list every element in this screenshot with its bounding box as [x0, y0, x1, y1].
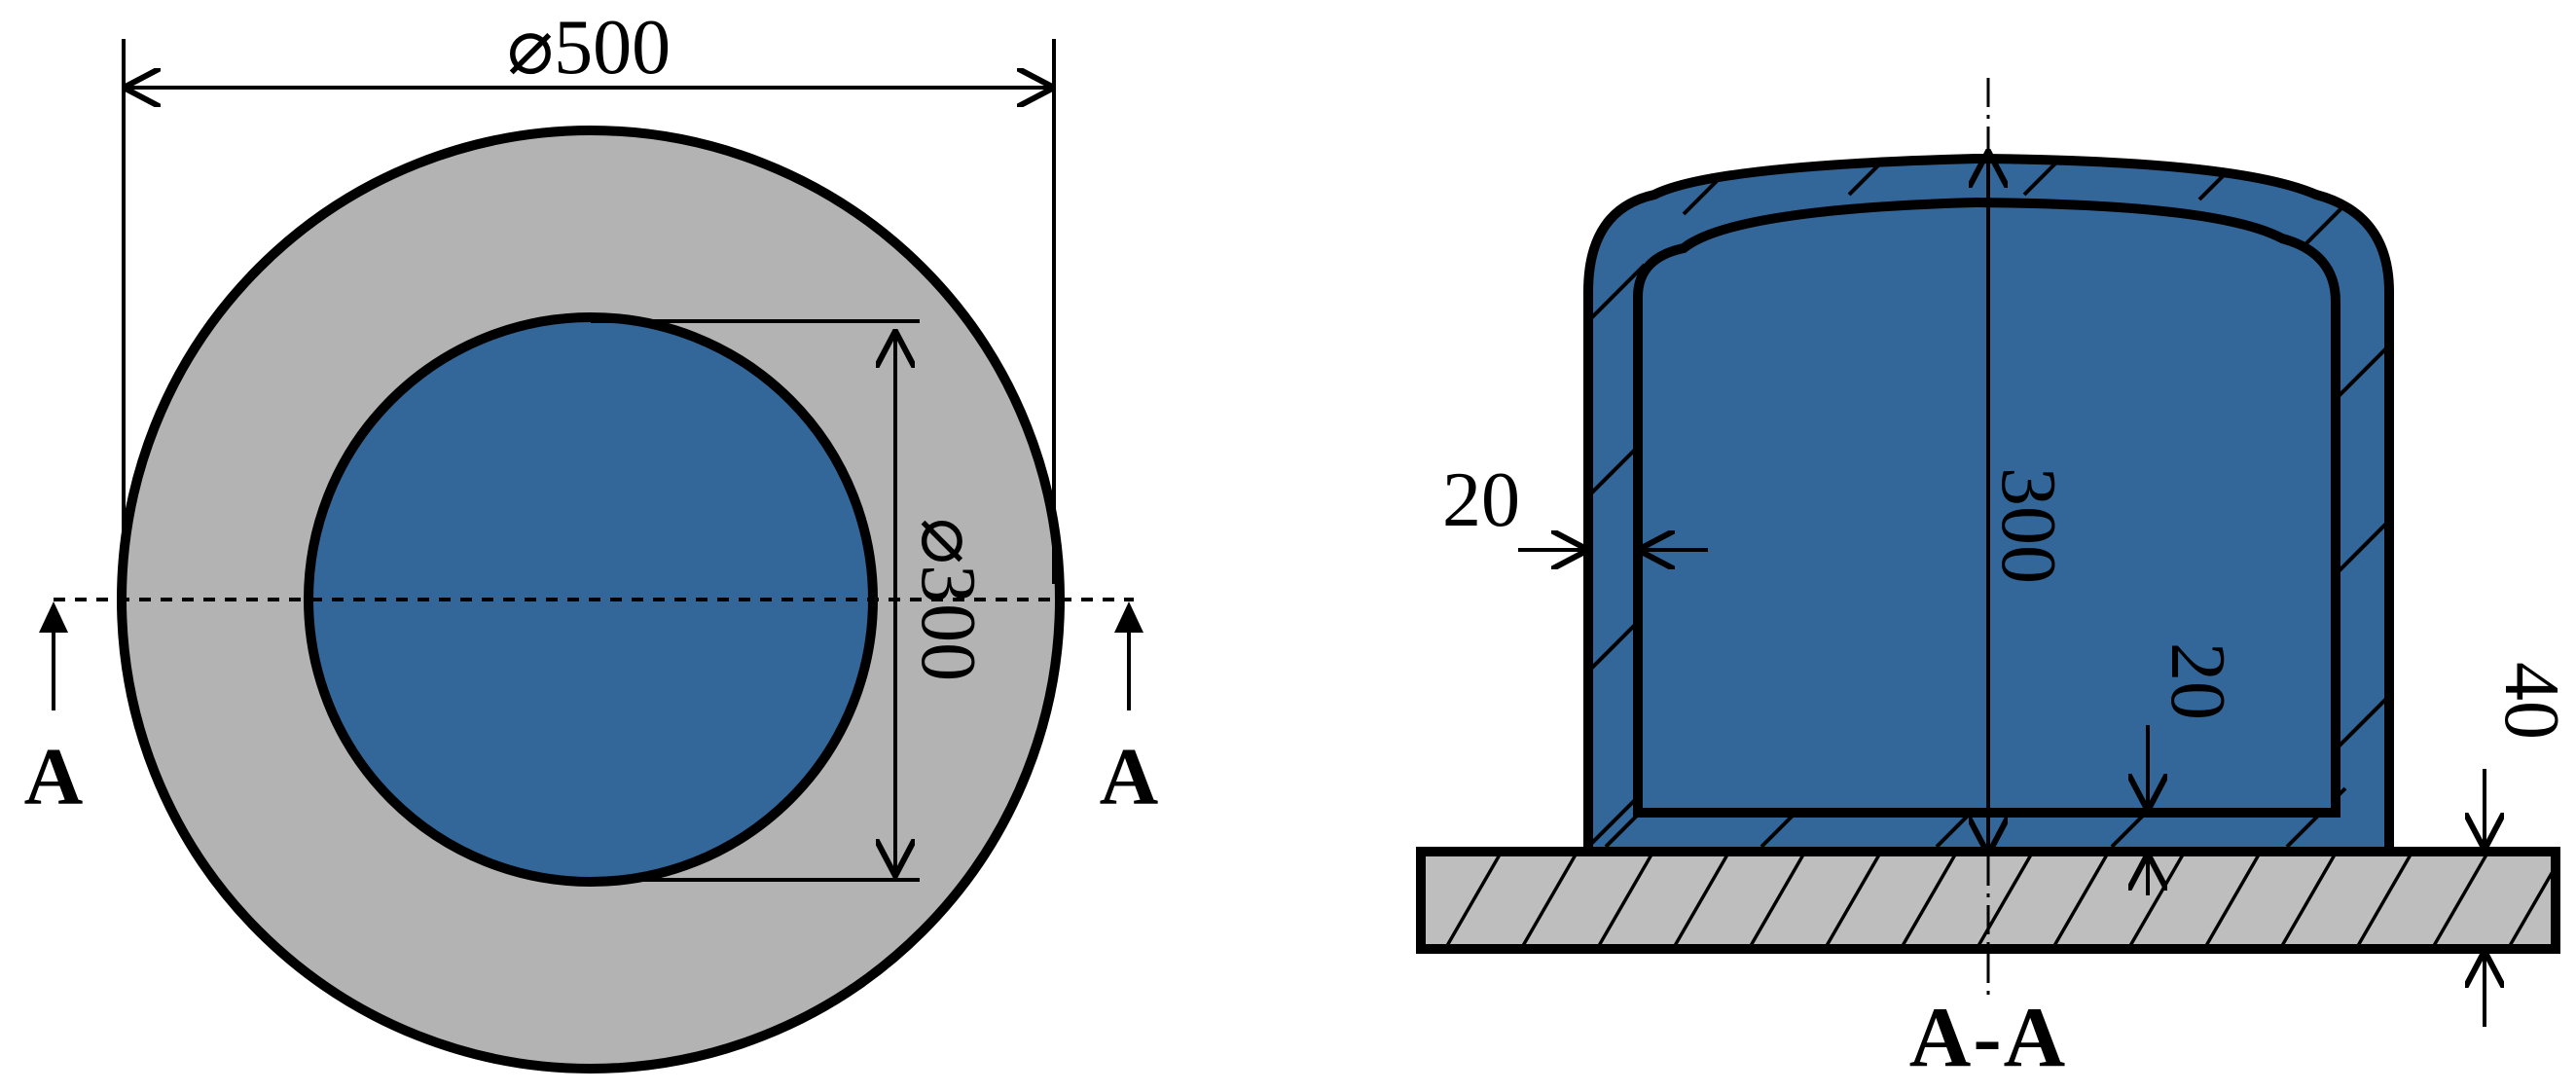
inner-diameter-label: ⌀300 — [905, 518, 991, 681]
bottom-thickness-label: 20 — [2155, 642, 2240, 720]
height-label: 300 — [1985, 467, 2071, 584]
section-marker-right: A — [1100, 601, 1159, 822]
plan-view: ⌀500 ⌀300 A A — [24, 5, 1159, 1074]
section-mark-left-label: A — [24, 732, 84, 822]
section-mark-right-label: A — [1100, 732, 1159, 822]
section-view: 300 20 20 40 A-A — [1416, 78, 2574, 1085]
wall-thickness-label: 20 — [1442, 457, 1520, 543]
base-thickness-label: 40 — [2488, 662, 2574, 740]
section-title: A-A — [1909, 991, 2067, 1085]
section-marker-left: A — [24, 601, 84, 822]
outer-diameter-label: ⌀500 — [507, 5, 671, 91]
